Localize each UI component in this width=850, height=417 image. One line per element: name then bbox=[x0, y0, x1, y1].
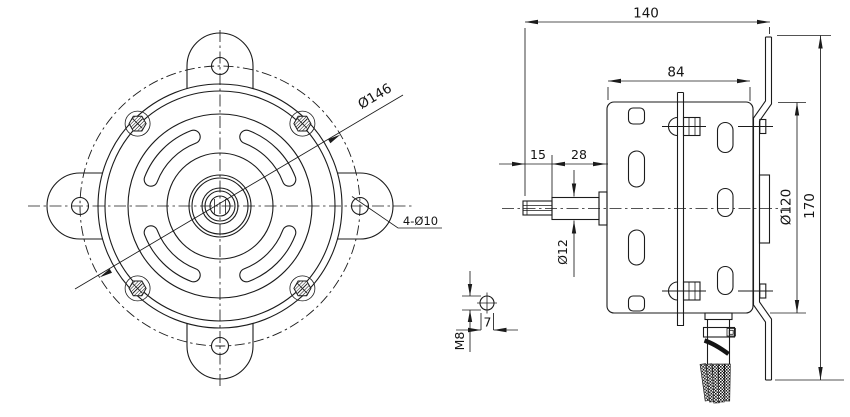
mounting-flange-plate bbox=[676, 91, 685, 327]
dim-170: 170 bbox=[775, 35, 844, 381]
dim-mount-holes: 4-Ø10 bbox=[351, 196, 442, 229]
sleeve-stripe bbox=[703, 338, 730, 356]
hub bbox=[166, 152, 274, 260]
flange-outer-circle bbox=[97, 83, 343, 329]
shaft-end-detail: M8 7 bbox=[452, 271, 518, 352]
braided-wires bbox=[699, 363, 731, 404]
ear-top bbox=[186, 32, 254, 89]
ear-hole bbox=[350, 196, 370, 216]
ear-bottom bbox=[186, 323, 254, 380]
hex-bolt-icon bbox=[289, 110, 316, 137]
shaft bbox=[522, 191, 608, 226]
flange-bolt-bottom bbox=[662, 281, 706, 301]
bolt-circle-dashed bbox=[79, 65, 361, 347]
dim-label-m8: M8 bbox=[452, 332, 467, 351]
ear-hole bbox=[210, 336, 230, 356]
dim-label-140: 140 bbox=[633, 6, 659, 22]
dim-label-170: 170 bbox=[802, 193, 818, 219]
ear-hole bbox=[210, 56, 230, 76]
dim-label-28: 28 bbox=[571, 147, 587, 162]
rear-bracket bbox=[738, 36, 773, 381]
hex-bolt-icon bbox=[289, 275, 316, 302]
flange-inner-circle bbox=[104, 90, 336, 322]
hex-bolt-icon bbox=[124, 275, 151, 302]
side-view: 140 84 15 28 Ø12 bbox=[452, 6, 844, 404]
dim-label-7: 7 bbox=[484, 315, 492, 330]
cable-clamp bbox=[702, 326, 736, 338]
flange-bolt-top bbox=[662, 116, 706, 137]
dim-label-4xd10: 4-Ø10 bbox=[403, 214, 438, 228]
dim-84: 84 bbox=[607, 65, 751, 101]
mounting-ears bbox=[46, 32, 394, 380]
front-view: Ø146 4-Ø10 bbox=[28, 30, 442, 386]
body-vents bbox=[627, 107, 734, 312]
clamp-buckle bbox=[726, 328, 736, 337]
ear-left bbox=[46, 172, 103, 240]
dim-label-84: 84 bbox=[667, 65, 684, 81]
centerlines bbox=[28, 30, 412, 386]
dim-body-dia: Ø120 bbox=[770, 102, 806, 314]
motor-body bbox=[606, 101, 754, 314]
dim-label-d12: Ø12 bbox=[555, 239, 570, 265]
dim-140: 140 bbox=[524, 6, 770, 196]
cable-gland bbox=[704, 312, 733, 321]
cable-assembly bbox=[699, 312, 736, 404]
dim-15-28: 15 28 bbox=[499, 147, 608, 197]
motor-body-circle bbox=[127, 113, 313, 299]
dim-shaft-dia: Ø12 bbox=[555, 170, 577, 277]
dim-label-d120: Ø120 bbox=[779, 189, 795, 225]
hex-bolt-icon bbox=[124, 110, 151, 137]
bracket-tab bbox=[758, 174, 771, 244]
dim-label-15: 15 bbox=[530, 147, 546, 162]
dim-label-146: Ø146 bbox=[355, 80, 394, 112]
vent-slots bbox=[143, 129, 297, 283]
shaft-end-circle bbox=[209, 195, 231, 217]
ear-hole bbox=[70, 196, 90, 216]
ear-right bbox=[337, 172, 394, 240]
